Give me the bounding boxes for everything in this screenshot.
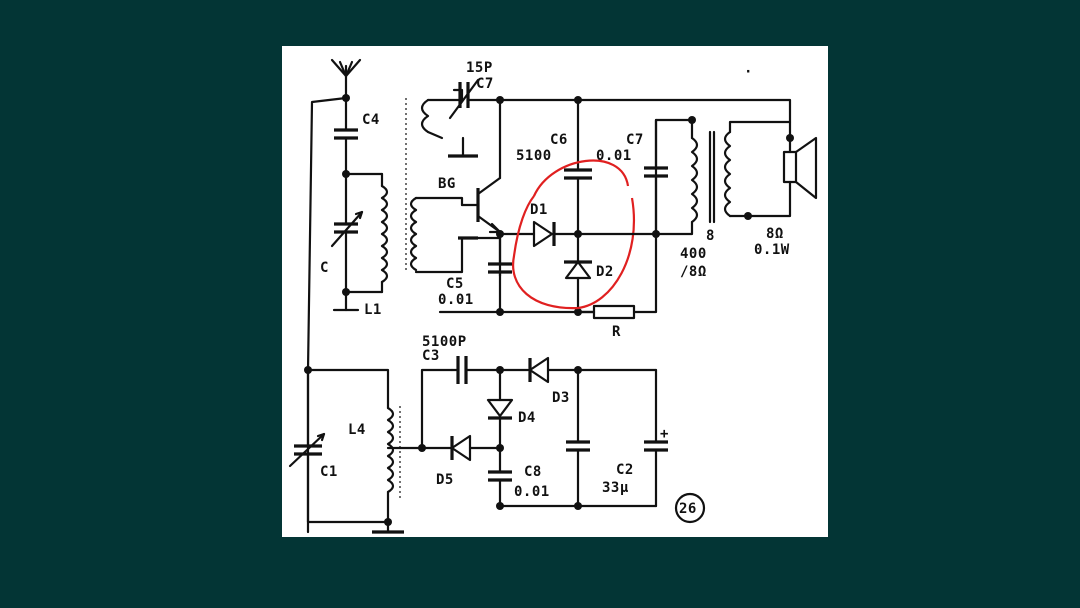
capacitor-c6 <box>564 98 592 236</box>
label-d5: D5 <box>436 472 454 488</box>
label-c2-value: 33μ <box>602 480 629 496</box>
label-c2-polarity: + <box>660 426 669 442</box>
label-dot-mark: · <box>744 64 753 80</box>
label-c8-value: 0.01 <box>514 484 550 500</box>
capacitor-c3 <box>456 356 502 384</box>
diode-d3 <box>498 356 658 384</box>
capacitor-c2 <box>644 368 668 508</box>
variable-capacitor-c7-top <box>448 78 502 120</box>
schematic-panel: C4 C L1 15P C7 BG C6 5100 C7 0.01 D1 D2 … <box>282 46 828 537</box>
transistor-bg <box>414 98 502 236</box>
variable-capacitor-c1 <box>288 368 390 524</box>
label-speaker-power: 0.1W <box>754 242 790 258</box>
capacitor-c4 <box>334 96 358 176</box>
label-c7-right-value: 0.01 <box>596 148 632 164</box>
label-c7-right: C7 <box>626 132 644 148</box>
label-d3: D3 <box>552 390 570 406</box>
lower-rail-wire <box>306 368 390 410</box>
label-c8: C8 <box>524 464 542 480</box>
highlight-circle <box>512 159 636 310</box>
capacitor-filter <box>566 368 590 508</box>
inductor-l1 <box>380 172 389 294</box>
ground-mark-lower <box>372 520 404 534</box>
label-l1: L1 <box>364 302 382 318</box>
output-transformer <box>654 118 792 236</box>
label-c2: C2 <box>616 462 634 478</box>
capacitor-c5 <box>488 234 512 314</box>
ground-mark-bg <box>448 136 478 158</box>
label-transformer-secondary: /8Ω <box>680 264 707 280</box>
label-figure-number: 26 <box>679 501 697 517</box>
diode-d5 <box>420 434 502 462</box>
diode-d1 <box>530 220 580 248</box>
resistor-r <box>592 232 658 320</box>
label-c3-value: 5100P <box>422 334 467 350</box>
antenna-icon <box>330 58 362 100</box>
label-l4: L4 <box>348 422 366 438</box>
label-d4: D4 <box>518 410 536 426</box>
capacitor-c7-right <box>644 118 668 236</box>
capacitor-c8 <box>488 446 512 508</box>
label-c5-value: 0.01 <box>438 292 474 308</box>
label-bg: BG <box>438 176 456 192</box>
feedback-coil <box>420 98 464 140</box>
antenna-feed-wire <box>306 96 348 372</box>
diode-d2 <box>564 232 592 314</box>
secondary-coil <box>409 196 418 272</box>
label-transformer-ratio: 8 <box>706 228 715 244</box>
diode-d4 <box>486 368 514 450</box>
circuit-schematic: C4 C L1 15P C7 BG C6 5100 C7 0.01 D1 D2 … <box>288 58 818 534</box>
label-c5: C5 <box>446 276 464 292</box>
label-c7-top: C7 <box>476 76 494 92</box>
top-rail-wire <box>498 98 792 140</box>
label-r: R <box>612 324 621 340</box>
label-c6-value: 5100 <box>516 148 552 164</box>
inductor-l4 <box>386 406 395 524</box>
speaker-icon <box>746 136 818 218</box>
label-c4: C4 <box>362 112 380 128</box>
label-d1: D1 <box>530 202 548 218</box>
label-c6: C6 <box>550 132 568 148</box>
variable-capacitor-c <box>330 172 364 294</box>
figure-number-badge <box>674 492 706 524</box>
label-d2: D2 <box>596 264 614 280</box>
label-c: C <box>320 260 329 276</box>
label-c7-top-value: 15P <box>466 60 493 76</box>
label-speaker-impedance: 8Ω <box>766 226 784 242</box>
label-c1: C1 <box>320 464 338 480</box>
label-c3: C3 <box>422 348 440 364</box>
label-transformer-primary: 400 <box>680 246 707 262</box>
